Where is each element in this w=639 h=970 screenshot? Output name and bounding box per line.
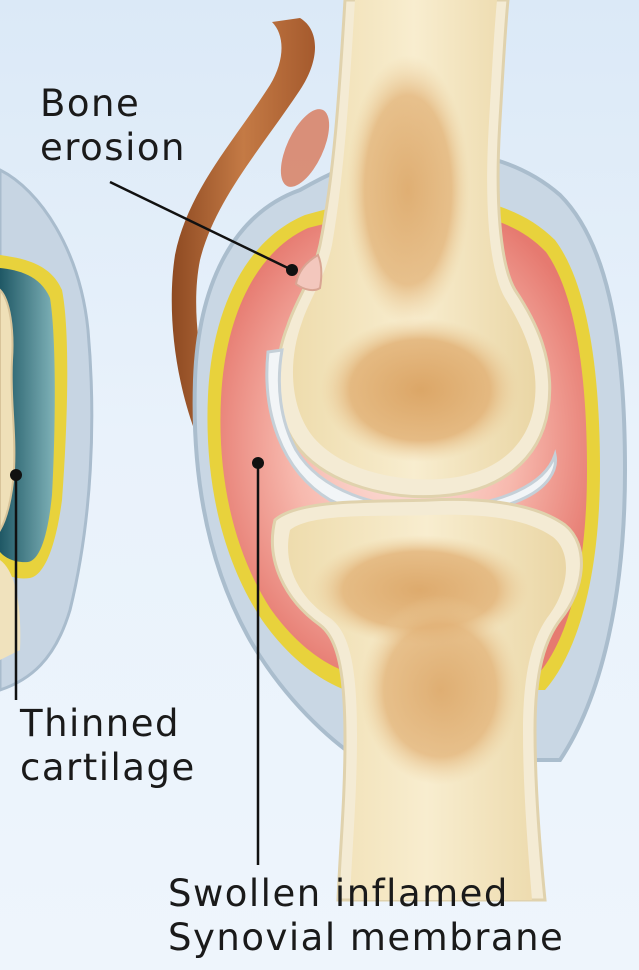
left-joint (0, 170, 92, 690)
label-thinned-cartilage: Thinned cartilage (20, 702, 196, 790)
label-bone-erosion: Bone erosion (40, 82, 186, 170)
label-bone-erosion-line1: Bone (40, 82, 186, 126)
label-synovial-membrane-line1: Swollen inflamed (168, 872, 564, 916)
dot-synovial-membrane (252, 457, 264, 469)
label-thinned-cartilage-line1: Thinned (20, 702, 196, 746)
label-bone-erosion-line2: erosion (40, 126, 186, 170)
dot-bone-erosion (286, 264, 298, 276)
upper-bone-marrow (346, 55, 470, 325)
label-thinned-cartilage-line2: cartilage (20, 746, 196, 790)
label-synovial-membrane: Swollen inflamed Synovial membrane (168, 872, 564, 960)
lower-bone-marrow-shaft (360, 595, 520, 785)
left-bone-tip (0, 290, 14, 530)
upper-bone-head-marrow (320, 318, 520, 462)
dot-thinned-cartilage (10, 469, 22, 481)
label-synovial-membrane-line2: Synovial membrane (168, 916, 564, 960)
